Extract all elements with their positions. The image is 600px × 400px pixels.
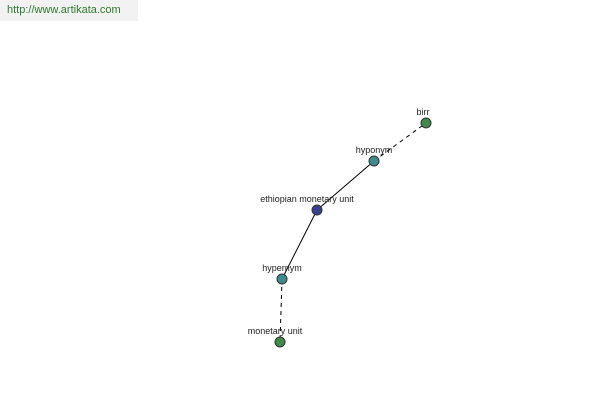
node-dot[interactable]: [276, 273, 288, 285]
edge-center-hyponym: [316, 160, 375, 211]
node-dot[interactable]: [274, 336, 286, 348]
site-url[interactable]: http://www.artikata.com: [0, 0, 138, 21]
node-label[interactable]: ethiopian monetary unit: [260, 194, 354, 204]
node-birr[interactable]: birr: [417, 107, 432, 129]
node-label[interactable]: monetary unit: [248, 326, 303, 336]
node-dot[interactable]: [311, 204, 323, 216]
graph-nodes: ethiopian monetary unit hyponym hypernym…: [248, 107, 432, 348]
node-label[interactable]: hypernym: [262, 263, 302, 273]
node-dot[interactable]: [420, 117, 432, 129]
node-monetary-unit[interactable]: monetary unit: [248, 326, 303, 348]
graph-edges: [279, 122, 427, 343]
node-dot[interactable]: [368, 155, 380, 167]
node-hypernym[interactable]: hypernym: [262, 263, 302, 285]
node-hyponym[interactable]: hyponym: [356, 145, 393, 167]
node-ethiopian-monetary-unit[interactable]: ethiopian monetary unit: [260, 194, 354, 216]
edge-center-hypernym: [281, 209, 318, 280]
edge-hypernym-monetary-unit: [279, 278, 283, 343]
node-label[interactable]: hyponym: [356, 145, 393, 155]
node-label[interactable]: birr: [417, 107, 430, 117]
edge-hyponym-birr: [373, 122, 427, 162]
